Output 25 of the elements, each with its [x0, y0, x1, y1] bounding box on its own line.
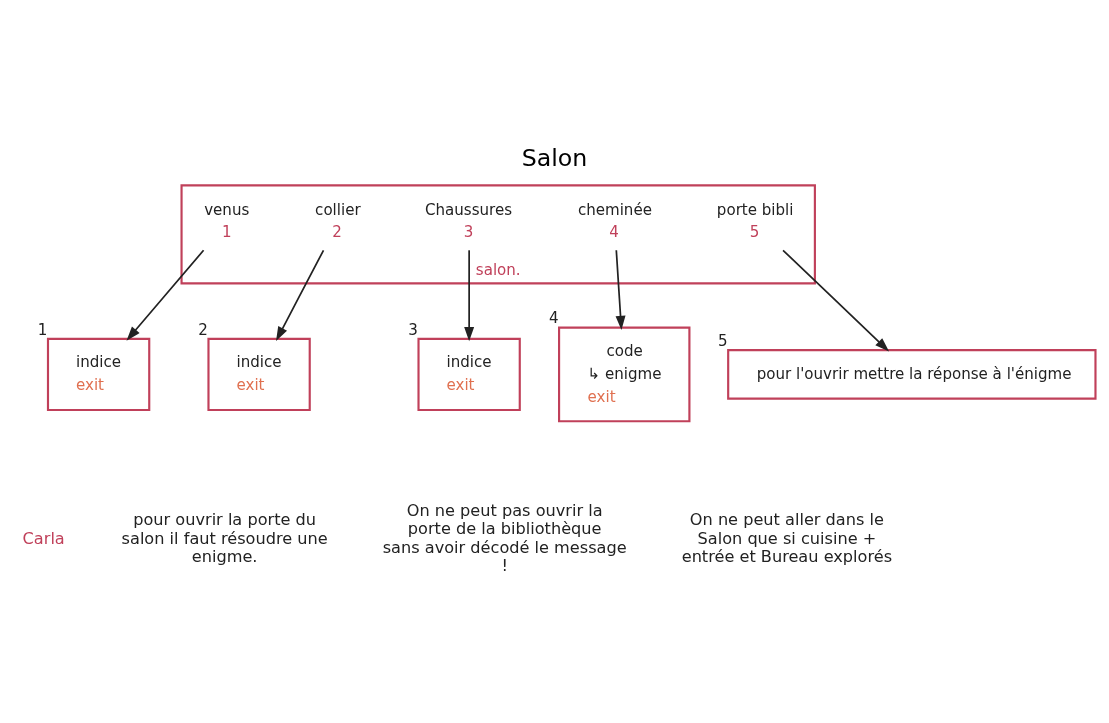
arrow	[615, 249, 626, 331]
arrow	[464, 249, 475, 342]
label: On ne peut aller dans le Salon que si cuisine + entrée et Bureau explorés	[681, 510, 893, 566]
node-box: code ↳ enigme exit	[558, 326, 691, 423]
node-box: indice exit	[417, 337, 521, 412]
node-text: porte bibli 5	[716, 200, 794, 242]
node-text: venus 1	[204, 200, 250, 242]
arrow	[126, 249, 205, 341]
node-text: collier 2	[315, 200, 361, 242]
node-text: Chaussures 3	[424, 200, 513, 242]
node-box: indice exit	[207, 337, 311, 412]
node-box: pour l'ouvrir mettre la réponse à l'énigme	[727, 349, 1097, 400]
arrow	[276, 249, 325, 341]
node-label: 2	[198, 320, 208, 339]
label: Carla	[22, 528, 65, 548]
node-box: indice exit	[46, 337, 151, 412]
label: On ne peut pas ouvrir la porte de la bibliothèque sans avoir décodé le message !	[382, 501, 627, 575]
arrow	[782, 249, 890, 352]
node-label: 4	[548, 309, 559, 328]
node-label: 1	[37, 320, 48, 339]
label: pour ouvrir la porte du salon il faut résoudre une enigme.	[121, 510, 328, 566]
node-text: cheminée 4	[577, 200, 652, 242]
diagram-title: Salon	[521, 143, 588, 172]
node-label: 5	[718, 332, 728, 351]
node-label: 3	[408, 320, 418, 339]
